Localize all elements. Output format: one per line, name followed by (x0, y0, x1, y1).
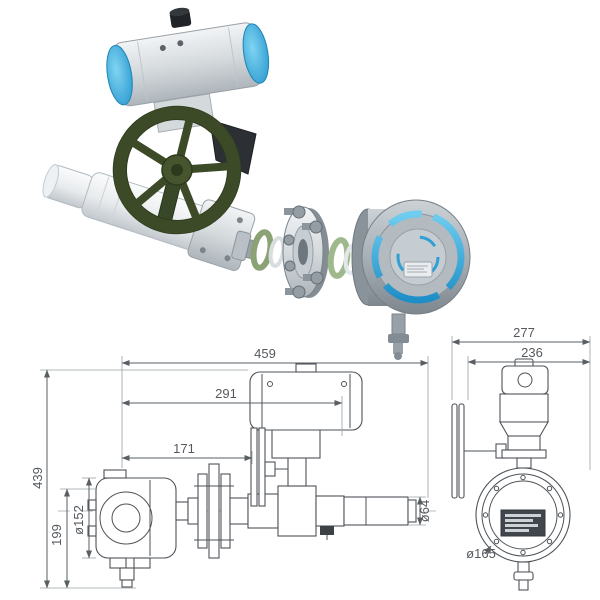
dim-side-head-dia: ø152 (71, 505, 86, 535)
dim-side-overall-width: 459 (254, 346, 276, 361)
dim-front-overall-width: 277 (513, 325, 535, 340)
dim-side-lower-height: 199 (49, 524, 64, 546)
side-analyzer (87, 469, 177, 588)
side-actuator (249, 363, 363, 507)
front-actuator (499, 358, 549, 469)
front-view: 277 236 ø165 (451, 325, 591, 591)
flange-3d (282, 205, 329, 299)
dim-side-overall-height: 439 (30, 467, 45, 489)
dim-side-pipe-dia: ø64 (417, 500, 432, 522)
front-dimensions: 277 236 ø165 (451, 325, 591, 561)
side-valve (247, 485, 417, 540)
dim-front-face-dia: ø165 (466, 546, 496, 561)
side-dimensions: 459 291 171 439 199 ø152 ø64 (30, 346, 432, 589)
iso-view (42, 7, 471, 360)
analyzer-head-3d (351, 199, 471, 360)
dim-side-mid-width: 291 (215, 386, 237, 401)
gasket-rings-3d (250, 229, 286, 271)
side-view: 459 291 171 439 199 ø152 ø64 (30, 346, 436, 589)
front-label-plate (500, 509, 546, 537)
side-flange (175, 463, 249, 559)
handwheel-3d (112, 105, 242, 235)
pneumatic-actuator-3d (106, 7, 270, 107)
dim-front-inner-width: 236 (521, 345, 543, 360)
front-analyzer-face (475, 467, 571, 591)
dim-side-small-width: 171 (173, 441, 195, 456)
front-handwheel (451, 403, 507, 499)
